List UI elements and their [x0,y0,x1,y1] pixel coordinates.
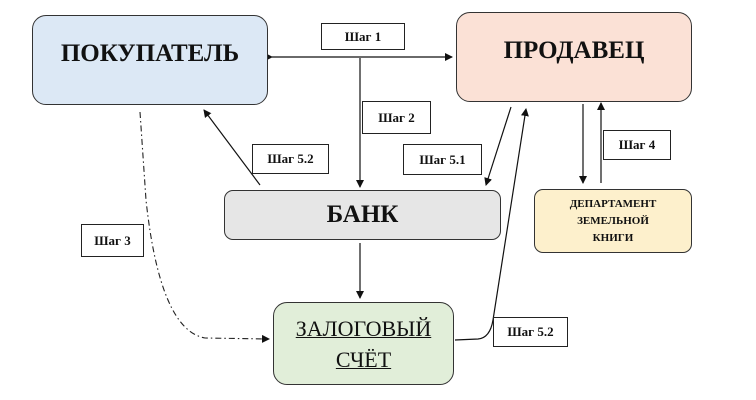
bank-node: БАНК [224,190,501,240]
land-dept-line1: ДЕПАРТАМЕНТ [569,197,657,210]
arrow-bank-to-buyer [203,109,261,186]
seller-label: ПРОДАВЕЦ [503,37,645,64]
step51-label: Шаг 5.1 [403,144,482,175]
arrow-buyer-to-escrow-dashed [139,111,270,343]
buyer-node: ПОКУПАТЕЛЬ [32,15,268,105]
step52-bottom-label: Шаг 5.2 [493,317,568,347]
escrow-line1: ЗАЛОГОВЫЙ [295,315,432,341]
buyer-label: ПОКУПАТЕЛЬ [60,40,240,67]
step1-label: Шаг 1 [321,23,405,50]
land-dept-line3: КНИГИ [592,231,634,244]
land-dept-line2: ЗЕМЕЛЬНОЙ [577,214,649,227]
escrow-line2: СЧЁТ [335,346,392,372]
bank-label: БАНК [326,201,399,228]
land-dept-node: ДЕПАРТАМЕНТ ЗЕМЕЛЬНОЙ КНИГИ [534,189,692,253]
arrow-escrow-to-seller [454,108,529,341]
step2-label: Шаг 2 [362,101,431,134]
step3-label: Шаг 3 [81,224,144,257]
step52-left-label: Шаг 5.2 [252,144,329,174]
arrow-seller-to-bank [484,106,512,186]
escrow-node: ЗАЛОГОВЫЙ СЧЁТ [273,302,454,385]
step4-label: Шаг 4 [603,130,671,160]
seller-node: ПРОДАВЕЦ [456,12,692,102]
